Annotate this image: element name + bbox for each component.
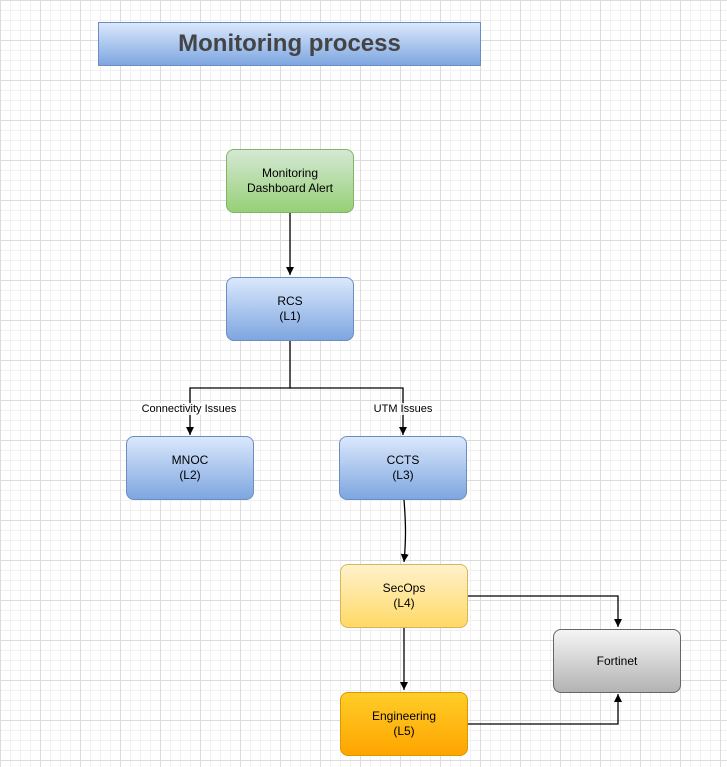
edge-secops-to-fortinet [468,595,622,627]
diagram-title-text: Monitoring process [178,30,401,57]
node-label-line1: Engineering [371,709,437,723]
edge-rcs-to-ccts [290,387,407,435]
node-label-line1: RCS [277,294,303,308]
node-ccts[interactable]: CCTS (L3) [339,436,467,500]
node-label-line2: (L2) [179,468,201,482]
edge-ccts-to-secops [400,499,409,563]
node-fortinet[interactable]: Fortinet [553,629,681,693]
node-label-line2: (L3) [392,468,414,482]
node-label-line2: (L4) [393,596,415,610]
edge-engineering-to-fortinet [468,694,622,725]
node-mnoc[interactable]: MNOC (L2) [126,436,254,500]
node-label-line1: Fortinet [596,653,638,668]
diagram-title: Monitoring process [98,22,481,66]
node-engineering[interactable]: Engineering (L5) [340,692,468,756]
node-label-line1: MNOC [171,453,209,467]
node-rcs[interactable]: RCS (L1) [226,277,354,341]
node-label-line2: (L1) [279,309,301,323]
node-label-line2: (L5) [393,724,415,738]
node-label-line2: Dashboard Alert [246,181,334,195]
edge-label-connectivity-issues: Connectivity Issues [139,403,239,415]
node-label-line1: SecOps [382,581,426,595]
node-monitoring-dashboard-alert[interactable]: Monitoring Dashboard Alert [226,149,354,213]
node-label-line1: Monitoring [261,166,319,180]
node-secops[interactable]: SecOps (L4) [340,564,468,628]
node-label-line1: CCTS [386,453,420,467]
edge-label-utm-issues: UTM Issues [371,403,435,415]
edge-rcs-to-mnoc [186,341,291,435]
